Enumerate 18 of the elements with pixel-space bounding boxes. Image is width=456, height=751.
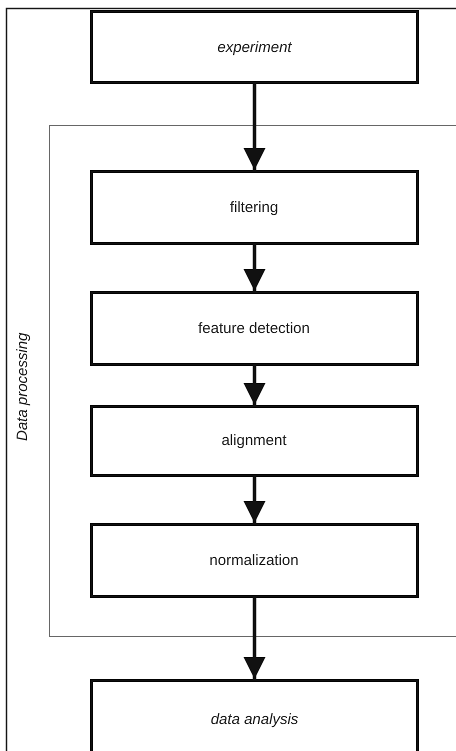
arrow	[244, 366, 266, 405]
step-label: experiment	[217, 38, 292, 56]
arrow	[244, 477, 266, 523]
step-label: filtering	[230, 198, 278, 216]
process-box	[90, 170, 418, 244]
process-box	[90, 679, 419, 751]
process-box	[90, 404, 418, 476]
group-label: Data processing	[14, 332, 31, 441]
process-box	[90, 290, 418, 366]
step-label: alignment	[221, 432, 287, 449]
step-label: feature detection	[198, 320, 310, 336]
step-label: data analysis	[210, 710, 298, 728]
arrow	[244, 84, 266, 170]
arrow	[244, 245, 266, 291]
process-box	[90, 10, 419, 84]
process-box	[90, 522, 418, 598]
step-label: normalization	[209, 552, 299, 568]
arrow	[244, 598, 266, 679]
